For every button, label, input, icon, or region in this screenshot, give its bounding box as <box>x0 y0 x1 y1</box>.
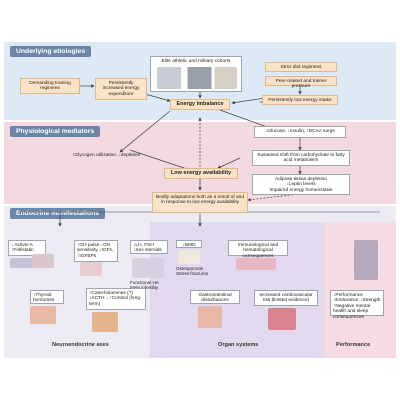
bmd-box: ↓BMD <box>176 240 202 248</box>
gi-box: Gastrointestinal disturbances <box>190 290 240 304</box>
performance-label: Performance <box>336 342 371 348</box>
ovary-image <box>10 258 44 268</box>
osteoporosis-text: Osteoporosis Stress fractures <box>176 266 209 277</box>
bone-image <box>178 250 200 264</box>
gut-image <box>198 306 222 328</box>
adipose-line-3: Impaired energy homeostasis <box>269 187 333 193</box>
catecholamines-box: ↑Catecholamines (?) ↑ACTH→↑Cortisol (lon… <box>86 288 146 310</box>
glycogen-text: ↑Glycogen utilization→depletion <box>72 153 141 158</box>
increased-expenditure-box: Persistently increased energy expenditur… <box>95 78 147 100</box>
reproductive-image <box>132 258 164 278</box>
peer-pressure-box: Peer-related and trainer pressure <box>265 76 337 89</box>
energy-imbalance-label: Energy imbalance <box>170 99 230 110</box>
neuroendocrine-axes-label: Neuroendocrine axes <box>52 342 109 348</box>
athlete-images <box>157 67 237 89</box>
pituitary-image <box>80 262 102 276</box>
low-intake-box: Persistently low energy intake <box>262 95 338 105</box>
adipose-line-1: Adipose tissue depletion <box>274 176 327 182</box>
organ-systems-label: Organ systems <box>218 342 259 348</box>
glucose-box: ↓Glucose, ↓Insulin, ↑BCAA surge <box>254 126 346 138</box>
immunological-box: Immunological and hematological conseque… <box>228 240 288 259</box>
cardiovascular-box: Increased cardiovascular risk (limited e… <box>254 290 318 306</box>
blood-cells-image <box>236 258 276 270</box>
gh-box: ↑GH pulse ↓GH sensitivity ↓IGFs, ↑IGFBPs <box>74 240 118 262</box>
performance-box: ↓Performance ↓Endurance ↓Strength ↑Negat… <box>330 290 384 320</box>
brain-image <box>32 254 54 268</box>
activin-box: ↓ Activin A ↑Follistatin <box>8 240 46 256</box>
metabolic-shift-box: Sustained shift from carbohydrate to fat… <box>252 150 350 166</box>
lh-box: ↓LH, FSH ↓Sex steroids <box>130 240 168 254</box>
etiologies-title: Underlying etiologies <box>10 46 92 57</box>
adipose-box: Adipose tissue depletion ↓Leptin levels … <box>252 174 350 195</box>
bodily-adaptations-box: Bodily adaptations both as a result of a… <box>152 192 248 213</box>
low-energy-availability-label: Low energy availability <box>164 168 238 179</box>
adipose-line-2: ↓Leptin levels <box>286 182 316 188</box>
cohorts-box: Elite athletic and military cohorts <box>150 56 242 92</box>
functional-ha-text: Functional HA Male infertility <box>130 280 159 291</box>
thyroid-box: ↓Thyroid hormones <box>30 290 64 304</box>
adrenal-image <box>92 312 118 332</box>
demanding-training-box: Demanding training regimens <box>20 78 80 94</box>
endocrine-title: Endocrine manifestations <box>10 208 106 219</box>
strict-diet-box: Strict diet regimens <box>265 62 337 72</box>
thyroid-image <box>30 306 56 324</box>
runner-image <box>354 240 378 280</box>
mediators-title: Physiological mediators <box>10 126 101 137</box>
heart-image <box>268 308 296 330</box>
cohorts-label: Elite athletic and military cohorts <box>161 58 231 64</box>
